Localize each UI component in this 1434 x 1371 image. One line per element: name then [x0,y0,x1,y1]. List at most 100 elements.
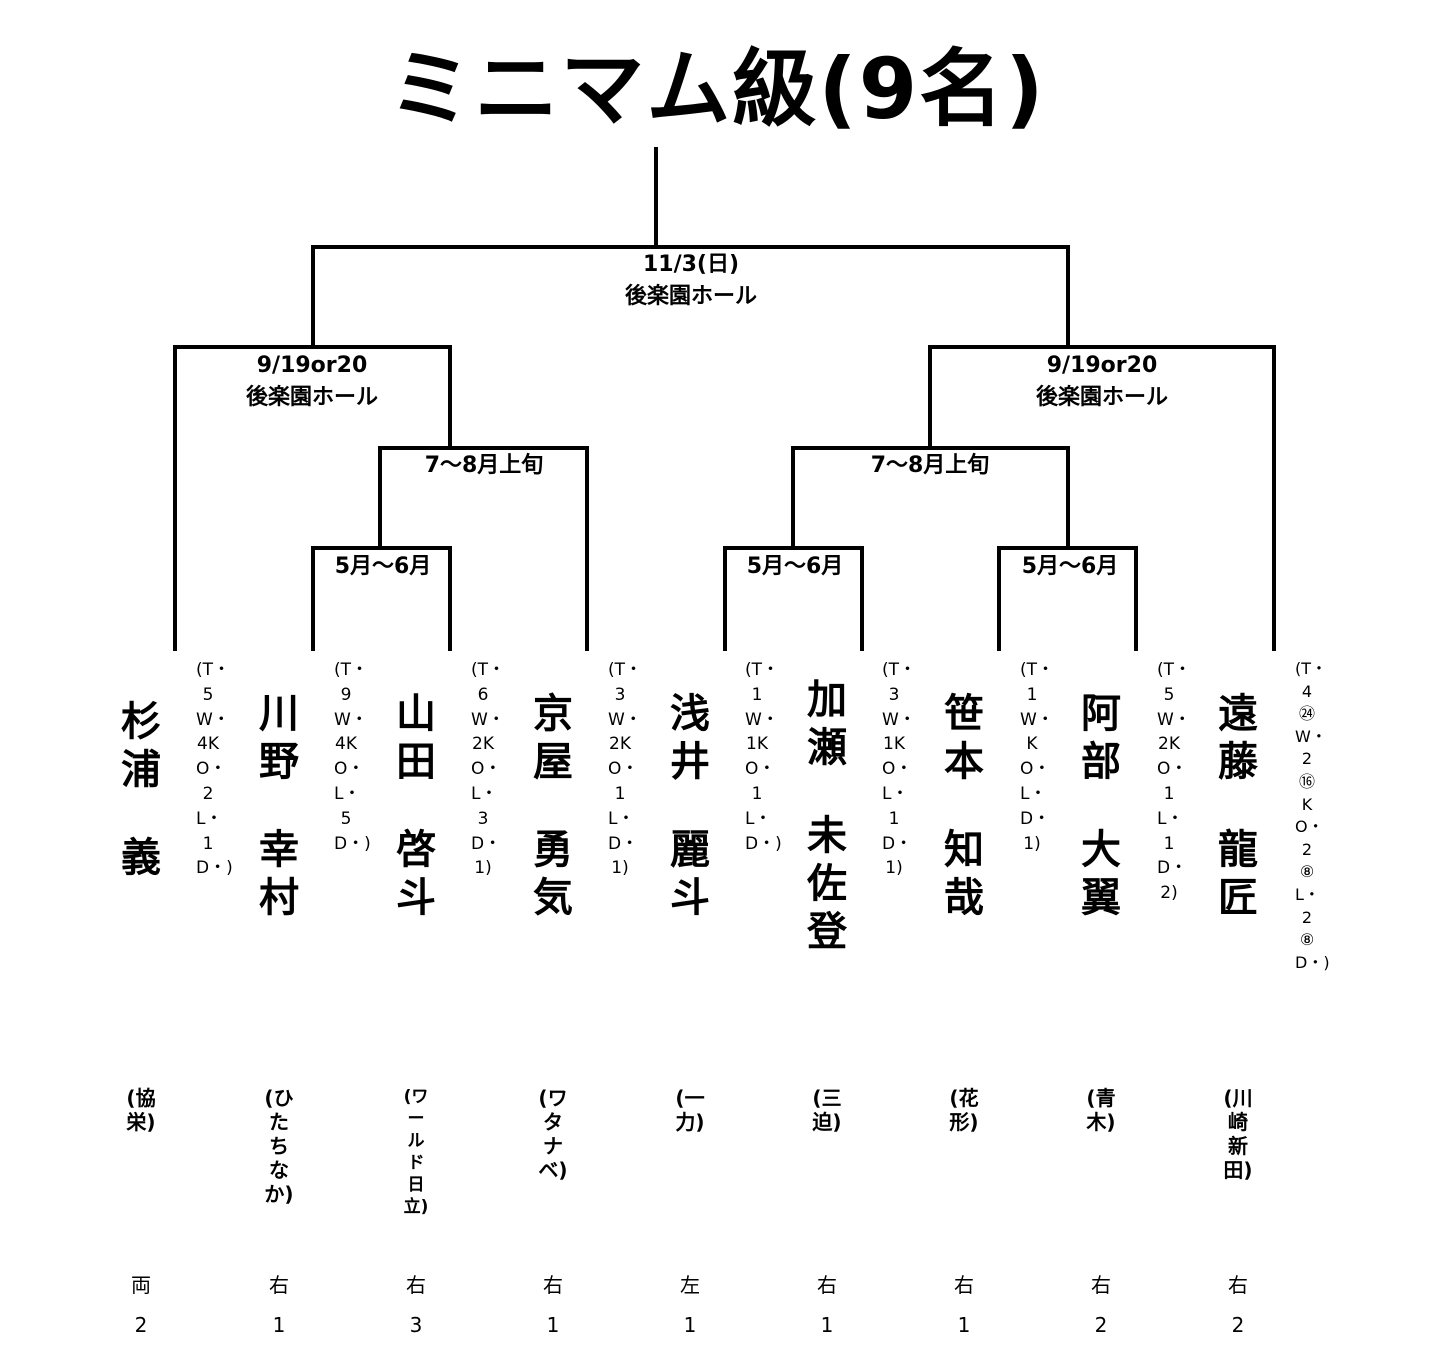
boxer-number: 1 [820,1313,834,1337]
qf-right-leg-b [1066,446,1070,550]
boxer-stance: 右 [406,1273,426,1297]
boxer-surname: 阿部 [1081,691,1121,785]
final-date: 11/3(日) [642,252,740,277]
boxer-number: 3 [409,1313,423,1337]
boxer-stance: 左 [680,1273,700,1297]
qf-left-leg-a [378,446,382,550]
champion-line [654,147,658,248]
r1-b-leg-b [860,546,864,651]
qf-right-label: 7〜8月上旬 [870,453,990,478]
boxer-gym: (ひたちなか) [264,1086,294,1206]
boxer-gym: (花形) [949,1086,979,1134]
r1-a-label: 5月〜6月 [334,554,432,579]
semi-left-date: 9/19or20 [256,353,368,378]
boxer-given: 啓斗 [396,827,436,921]
semi-left-leg-b [448,345,452,450]
boxer-given: 未佐登 [807,813,847,955]
boxer-number: 2 [134,1313,148,1337]
boxer-surname: 浅井 [670,691,710,785]
boxer-surname: 加瀬 [807,677,847,771]
boxer-stance: 右 [1228,1273,1248,1297]
boxer-number: 1 [957,1313,971,1337]
semi-right-date: 9/19or20 [1046,353,1158,378]
boxer-gym: (川崎新田) [1223,1086,1253,1182]
semi-left-leg-a [173,345,177,651]
boxer-given: 幸村 [259,827,299,921]
boxer-surname: 京屋 [533,691,573,785]
semi-right-label: 9/19or20 後楽園ホール [1036,350,1168,414]
boxer-number: 1 [683,1313,697,1337]
r1-c-label: 5月〜6月 [1021,554,1119,579]
r1-b-bar [723,546,864,550]
fight-record: (T・5W・4KO・2L・1D・) [196,660,233,879]
final-bar [311,245,1070,249]
boxer-surname: 笹本 [944,691,984,785]
r1-a-bar [311,546,452,550]
boxer-given: 龍匠 [1218,827,1258,921]
boxer-stance: 右 [954,1273,974,1297]
boxer-stance: 右 [269,1273,289,1297]
boxer-given: 麗斗 [670,827,710,921]
final-right-leg [1066,245,1070,349]
r1-a-leg-a [311,546,315,651]
boxer-given: 知哉 [944,827,984,921]
boxer-stance: 右 [1091,1273,1111,1297]
boxer-number: 1 [546,1313,560,1337]
boxer-given: 義 [121,835,161,881]
final-label: 11/3(日) 後楽園ホール [625,249,757,313]
boxer-gym: (三迫) [812,1086,842,1134]
r1-a-leg-b [448,546,452,651]
fight-record: (T・4㉔W・2⑯KO・2⑧L・2⑧D・) [1295,659,1330,972]
fight-record: (T・1W・1KO・1L・D・) [745,660,782,854]
boxer-surname: 山田 [396,691,436,785]
page-title: ミニマム級(9名) [388,40,1046,138]
qf-right-bar [791,446,1070,450]
boxer-given: 大翼 [1081,827,1121,921]
qf-right-leg-a [791,446,795,550]
r1-c-leg-a [997,546,1001,651]
semi-right-bar [928,345,1276,349]
boxer-given: 勇気 [533,827,573,921]
boxer-stance: 右 [817,1273,837,1297]
fight-record: (T・9W・4KO・L・5D・) [334,660,371,854]
boxer-name: 遠藤龍匠 [1210,690,1266,922]
boxer-name: 杉浦義 [113,698,169,882]
r1-c-bar [997,546,1138,550]
r1-c-leg-b [1134,546,1138,651]
semi-right-leg-a [928,345,932,450]
final-left-leg [311,245,315,349]
boxer-number: 1 [272,1313,286,1337]
boxer-surname: 杉浦 [121,699,161,793]
fight-record: (T・3W・1KO・L・1D・1) [882,660,917,879]
boxer-name: 加瀬未佐登 [799,676,855,956]
boxer-name: 浅井麗斗 [662,690,718,922]
qf-left-label: 7〜8月上旬 [424,453,544,478]
r1-b-leg-a [723,546,727,651]
boxer-surname: 遠藤 [1218,691,1258,785]
boxer-name: 阿部大翼 [1073,690,1129,922]
boxer-number: 2 [1094,1313,1108,1337]
fight-record: (T・6W・2KO・L・3D・1) [471,660,506,879]
boxer-gym: (青木) [1086,1086,1116,1134]
qf-left-bar [378,446,589,450]
boxer-number: 2 [1231,1313,1245,1337]
boxer-name: 山田啓斗 [388,690,444,922]
boxer-surname: 川野 [259,691,299,785]
fight-record: (T・3W・2KO・1L・D・1) [608,660,643,879]
boxer-gym: (ワールド日立) [403,1087,429,1217]
boxer-name: 川野幸村 [251,690,307,922]
semi-left-bar [173,345,452,349]
semi-right-venue: 後楽園ホール [1035,385,1169,410]
boxer-name: 京屋勇気 [525,690,581,922]
boxer-name: 笹本知哉 [936,690,992,922]
semi-left-venue: 後楽園ホール [245,385,379,410]
semi-right-leg-b [1272,345,1276,651]
fight-record: (T・5W・2KO・1L・1D・2) [1157,660,1192,904]
boxer-gym: (協栄) [126,1086,156,1134]
boxer-gym: (ワタナベ) [538,1086,568,1182]
qf-left-leg-b [585,446,589,651]
semi-left-label: 9/19or20 後楽園ホール [246,350,378,414]
r1-b-label: 5月〜6月 [746,554,844,579]
boxer-gym: (一力) [675,1086,705,1134]
